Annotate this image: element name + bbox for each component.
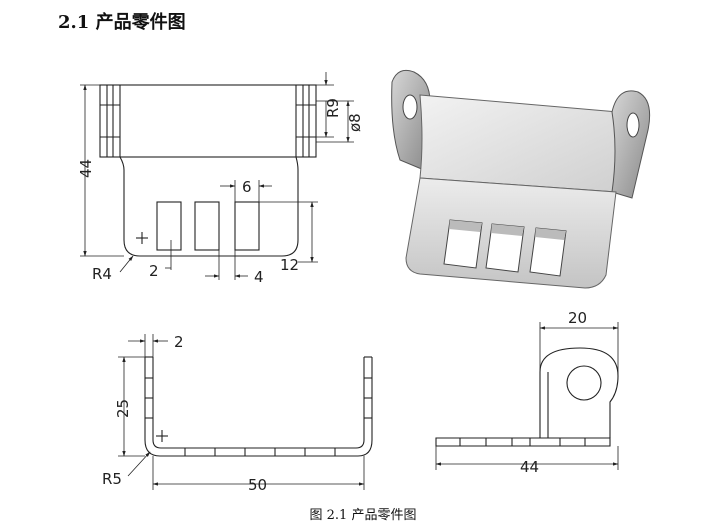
- front-dim-diameter-8: ø8: [346, 113, 364, 132]
- side-dim-44: 44: [520, 458, 539, 476]
- slot-left: [156, 201, 182, 251]
- slot-middle: [194, 201, 220, 251]
- bottom-outer-profile: [144, 357, 373, 457]
- side-base-plate: [435, 437, 611, 447]
- side-view: [435, 322, 619, 470]
- front-dim-44: 44: [77, 159, 95, 178]
- front-dim-r4: R4: [92, 265, 112, 283]
- iso-slot-left: [443, 219, 483, 269]
- front-dim-6: 6: [242, 178, 252, 196]
- side-dim-20: 20: [568, 309, 587, 327]
- bottom-dim-25: 25: [114, 399, 132, 418]
- iso-top-surface: [419, 94, 627, 193]
- front-dim-12: 12: [280, 256, 299, 274]
- iso-right-hole: [626, 112, 640, 138]
- section-heading: 2.1 产品零件图: [58, 12, 186, 33]
- iso-right-ear: [611, 90, 651, 199]
- front-dim-r9: R9: [324, 98, 342, 118]
- front-view: [80, 72, 354, 280]
- front-dim-2: 2: [149, 262, 159, 280]
- bottom-dim-50: 50: [248, 476, 267, 494]
- figure-caption: 图 2.1 产品零件图: [309, 508, 417, 523]
- side-ear-outline: [539, 347, 619, 438]
- front-top-band: [99, 84, 317, 158]
- side-hole: [566, 365, 602, 401]
- bottom-view: [118, 334, 373, 490]
- front-dim-4: 4: [254, 268, 264, 286]
- isometric-view: [391, 69, 651, 289]
- bottom-inner-profile: [152, 357, 365, 449]
- iso-left-hole: [402, 94, 418, 120]
- slot-right: [234, 201, 260, 251]
- front-plate-outline: [119, 156, 299, 257]
- bottom-dim-r5: R5: [102, 470, 122, 488]
- bottom-dim-2: 2: [174, 333, 184, 351]
